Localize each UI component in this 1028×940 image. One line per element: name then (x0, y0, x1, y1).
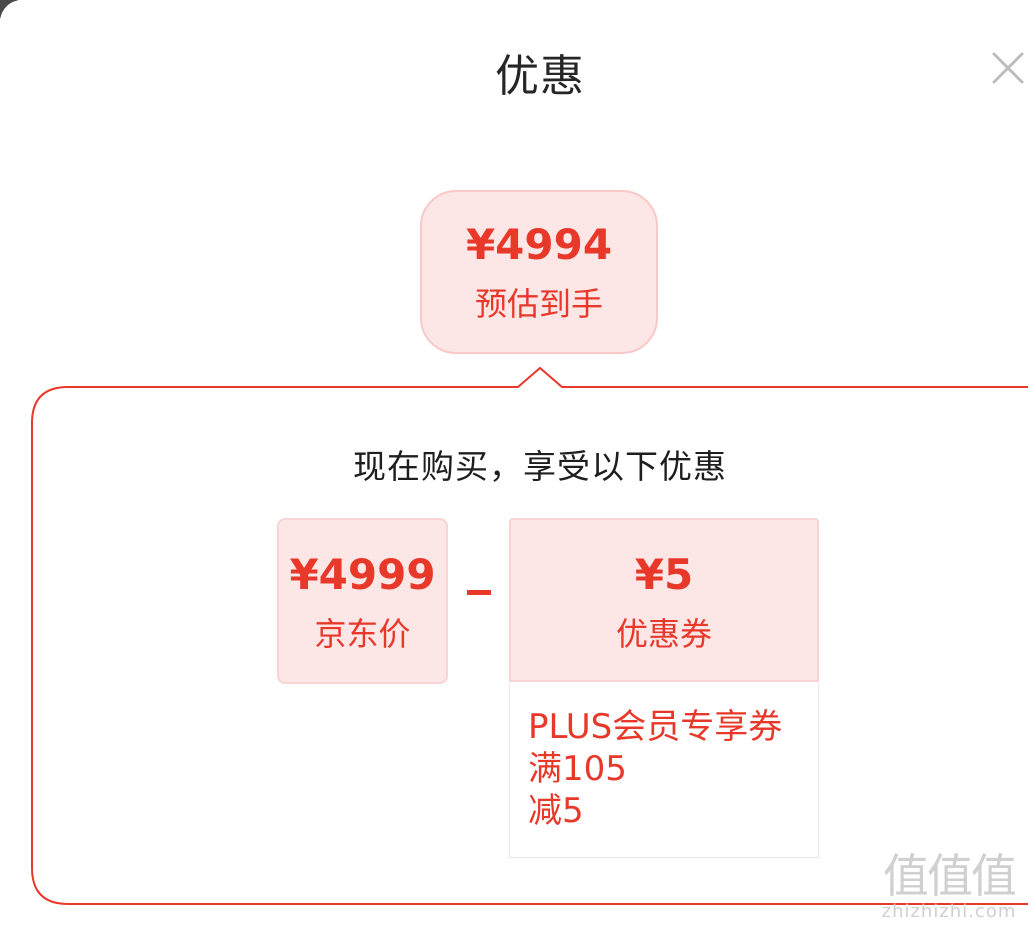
coupon-amount: ¥5 (634, 550, 694, 599)
jd-price-amount: ¥4999 (289, 550, 436, 599)
estimated-price-label: 预估到手 (474, 285, 603, 323)
coupon-detail-line: 满105 (528, 749, 627, 789)
coupon-label: 优惠券 (615, 615, 712, 653)
estimated-price-box: ¥4994 预估到手 (420, 190, 658, 354)
coupon-detail-line: PLUS会员专享券 (528, 707, 783, 747)
minus-icon (467, 590, 491, 595)
jd-price-card: ¥4999 京东价 (277, 518, 448, 684)
coupon-detail: PLUS会员专享券 满105 减5 (509, 684, 819, 858)
watermark-logo: 值值值 (883, 849, 1017, 903)
coupon-card[interactable]: ¥5 优惠券 (509, 518, 819, 682)
jd-price-label: 京东价 (314, 615, 411, 653)
close-icon (992, 52, 1024, 84)
dialog-title: 优惠 (495, 51, 585, 102)
watermark-url: zhizhizhi.com (881, 901, 1017, 922)
close-button[interactable] (988, 48, 1028, 88)
coupon-detail-line: 减5 (528, 791, 584, 831)
estimated-price: ¥4994 (465, 220, 613, 269)
promo-headline: 现在购买，享受以下优惠 (353, 447, 727, 486)
watermark: 值值值 zhizhizhi.com (874, 850, 1024, 922)
